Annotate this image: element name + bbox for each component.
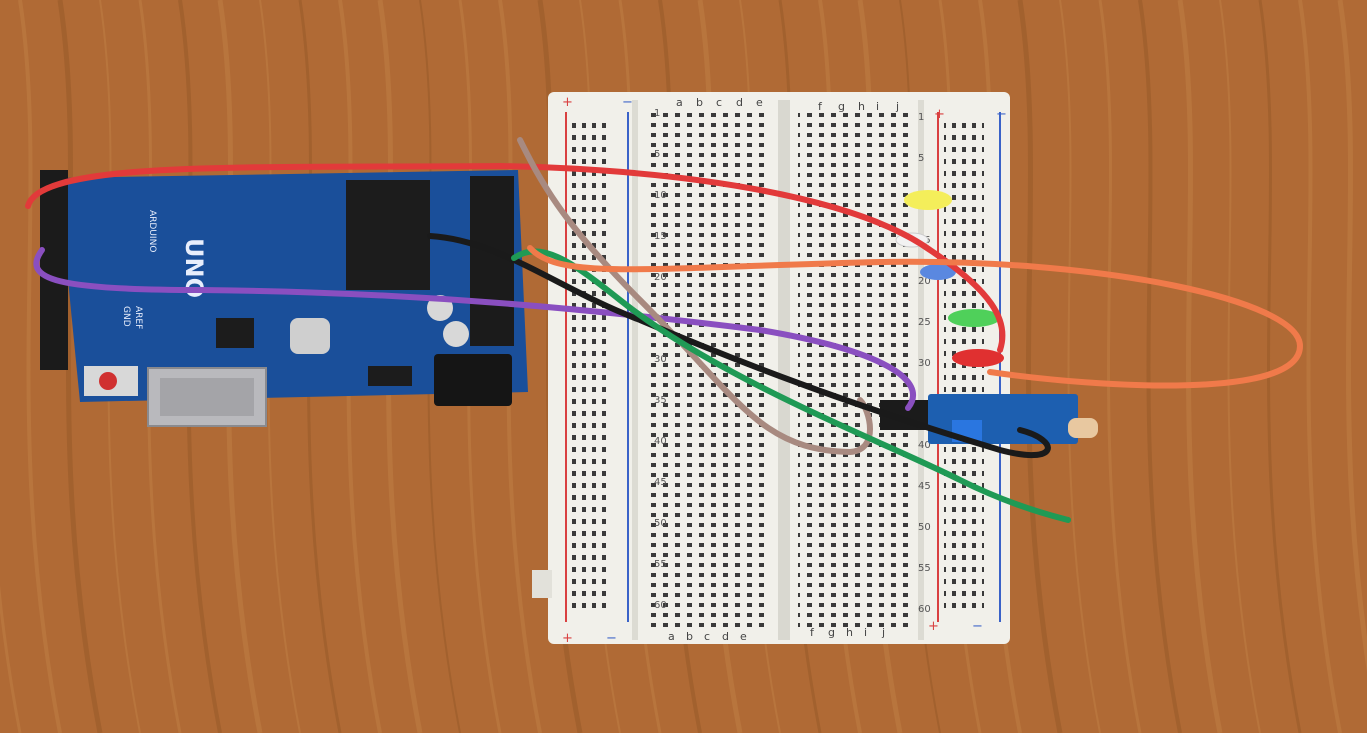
atmega-chip <box>346 180 430 290</box>
light-sensor-module <box>880 394 1098 444</box>
row-number-right: 5 <box>918 153 924 164</box>
row-number-left: 60 <box>654 600 667 611</box>
capacitor-2 <box>443 321 469 347</box>
col-letter-h-bottom: h <box>846 626 853 639</box>
rail-minus-bottom-right: − <box>972 619 983 634</box>
column-letters-bottom-right: f g h i j <box>810 626 885 639</box>
wire-red <box>25 162 1006 353</box>
row-number-left: 35 <box>654 395 667 406</box>
row-number-left: 55 <box>654 559 667 570</box>
row-number-left: 15 <box>654 231 667 242</box>
col-letter-b-bottom: b <box>686 630 693 643</box>
rail-minus-top-right: − <box>996 107 1007 122</box>
arduino-brand-label: ARDUINO <box>147 210 157 252</box>
wood-grain-streak <box>1177 0 1223 733</box>
row-number-right: 50 <box>918 522 931 533</box>
reset-button-cap <box>99 372 117 390</box>
row-number-right: 40 <box>918 440 931 451</box>
wood-grain-streak <box>1059 0 1101 733</box>
rail-plus-bottom-left: + <box>562 631 573 646</box>
row-number-right: 45 <box>918 481 931 492</box>
col-letter-g-bottom: g <box>828 626 835 639</box>
small-chip <box>216 318 254 348</box>
usb-port-inner <box>160 378 254 416</box>
pin-label-aref: AREF <box>133 306 143 329</box>
breadboard-right-divider <box>918 100 924 640</box>
col-letter-j-bottom: j <box>881 626 885 639</box>
wood-grain-streak <box>1258 0 1302 733</box>
wire-purple <box>33 247 916 411</box>
jumper-wires <box>25 137 1304 523</box>
col-letter-g: g <box>838 100 845 113</box>
row-number-left: 5 <box>654 149 660 160</box>
row-number-left: 10 <box>654 190 667 201</box>
rail-plus-top-right: + <box>934 107 945 122</box>
wire-orange <box>527 245 1304 389</box>
power-jack <box>434 354 512 406</box>
col-letter-f-bottom: f <box>810 626 815 639</box>
col-letter-d-bottom: d <box>722 630 729 643</box>
row-number-right: 1 <box>918 112 924 123</box>
col-letter-j: j <box>895 100 899 113</box>
col-letter-i-bottom: i <box>864 626 867 639</box>
wood-grain-streak <box>57 0 103 733</box>
col-letter-h: h <box>858 100 865 113</box>
col-letter-b: b <box>696 96 703 109</box>
wood-grain-streak <box>1098 0 1142 733</box>
crystal <box>290 318 330 354</box>
row-number-left: 45 <box>654 477 667 488</box>
column-letters-top-right: f g h i j <box>818 100 899 113</box>
breadboard: a b c d e f g h i j a b c d e f g h i j … <box>532 92 1010 646</box>
led-green <box>948 309 1000 327</box>
photoresistor <box>1068 418 1098 438</box>
col-letter-f: f <box>818 100 823 113</box>
wood-grain-streak <box>1298 0 1342 733</box>
left-rail-holes <box>572 120 608 610</box>
row-number-left: 20 <box>654 272 667 283</box>
rail-plus-top-left: + <box>562 95 573 110</box>
column-letters-top-left: a b c d e <box>676 96 763 109</box>
col-letter-i: i <box>876 100 879 113</box>
rail-minus-top-left: − <box>622 95 633 110</box>
row-number-right: 30 <box>918 358 931 369</box>
pin-label-gnd: GND <box>121 306 131 327</box>
col-letter-e-bottom: e <box>740 630 747 643</box>
wire-black <box>427 233 1051 459</box>
header-right <box>470 176 514 346</box>
breadboard-shadow-tab <box>532 570 552 598</box>
breadboard-center-channel <box>778 100 790 640</box>
column-letters-bottom-left: a b c d e <box>668 630 747 643</box>
col-letter-a: a <box>676 96 683 109</box>
col-letter-a-bottom: a <box>668 630 675 643</box>
row-number-right: 20 <box>918 276 931 287</box>
col-letter-c-bottom: c <box>704 630 710 643</box>
wood-grain-streak <box>1337 0 1367 673</box>
col-letter-c: c <box>716 96 722 109</box>
col-letter-d: d <box>736 96 743 109</box>
wood-grain-streak <box>0 585 22 733</box>
row-number-right: 55 <box>918 563 931 574</box>
header-top <box>40 170 68 370</box>
breadboard-left-divider <box>632 100 638 640</box>
rail-plus-bottom-right: + <box>928 619 939 634</box>
led-yellow <box>904 190 952 210</box>
led-blue <box>920 264 956 280</box>
row-number-left: 40 <box>654 436 667 447</box>
wood-grain-streak <box>18 0 62 733</box>
wire-brown <box>517 137 873 456</box>
row-number-left: 1 <box>654 108 660 119</box>
wood-grain-streak <box>1219 0 1261 733</box>
row-number-left: 50 <box>654 518 667 529</box>
wood-grain-streak <box>1138 0 1182 733</box>
row-number-right: 25 <box>918 317 931 328</box>
row-number-right: 60 <box>918 604 931 615</box>
regulator <box>368 366 412 386</box>
led-red <box>952 349 1004 367</box>
rail-minus-bottom-left: − <box>606 631 617 646</box>
row-number-left: 30 <box>654 354 667 365</box>
wood-grain-streak <box>1017 0 1063 733</box>
col-letter-e: e <box>756 96 763 109</box>
